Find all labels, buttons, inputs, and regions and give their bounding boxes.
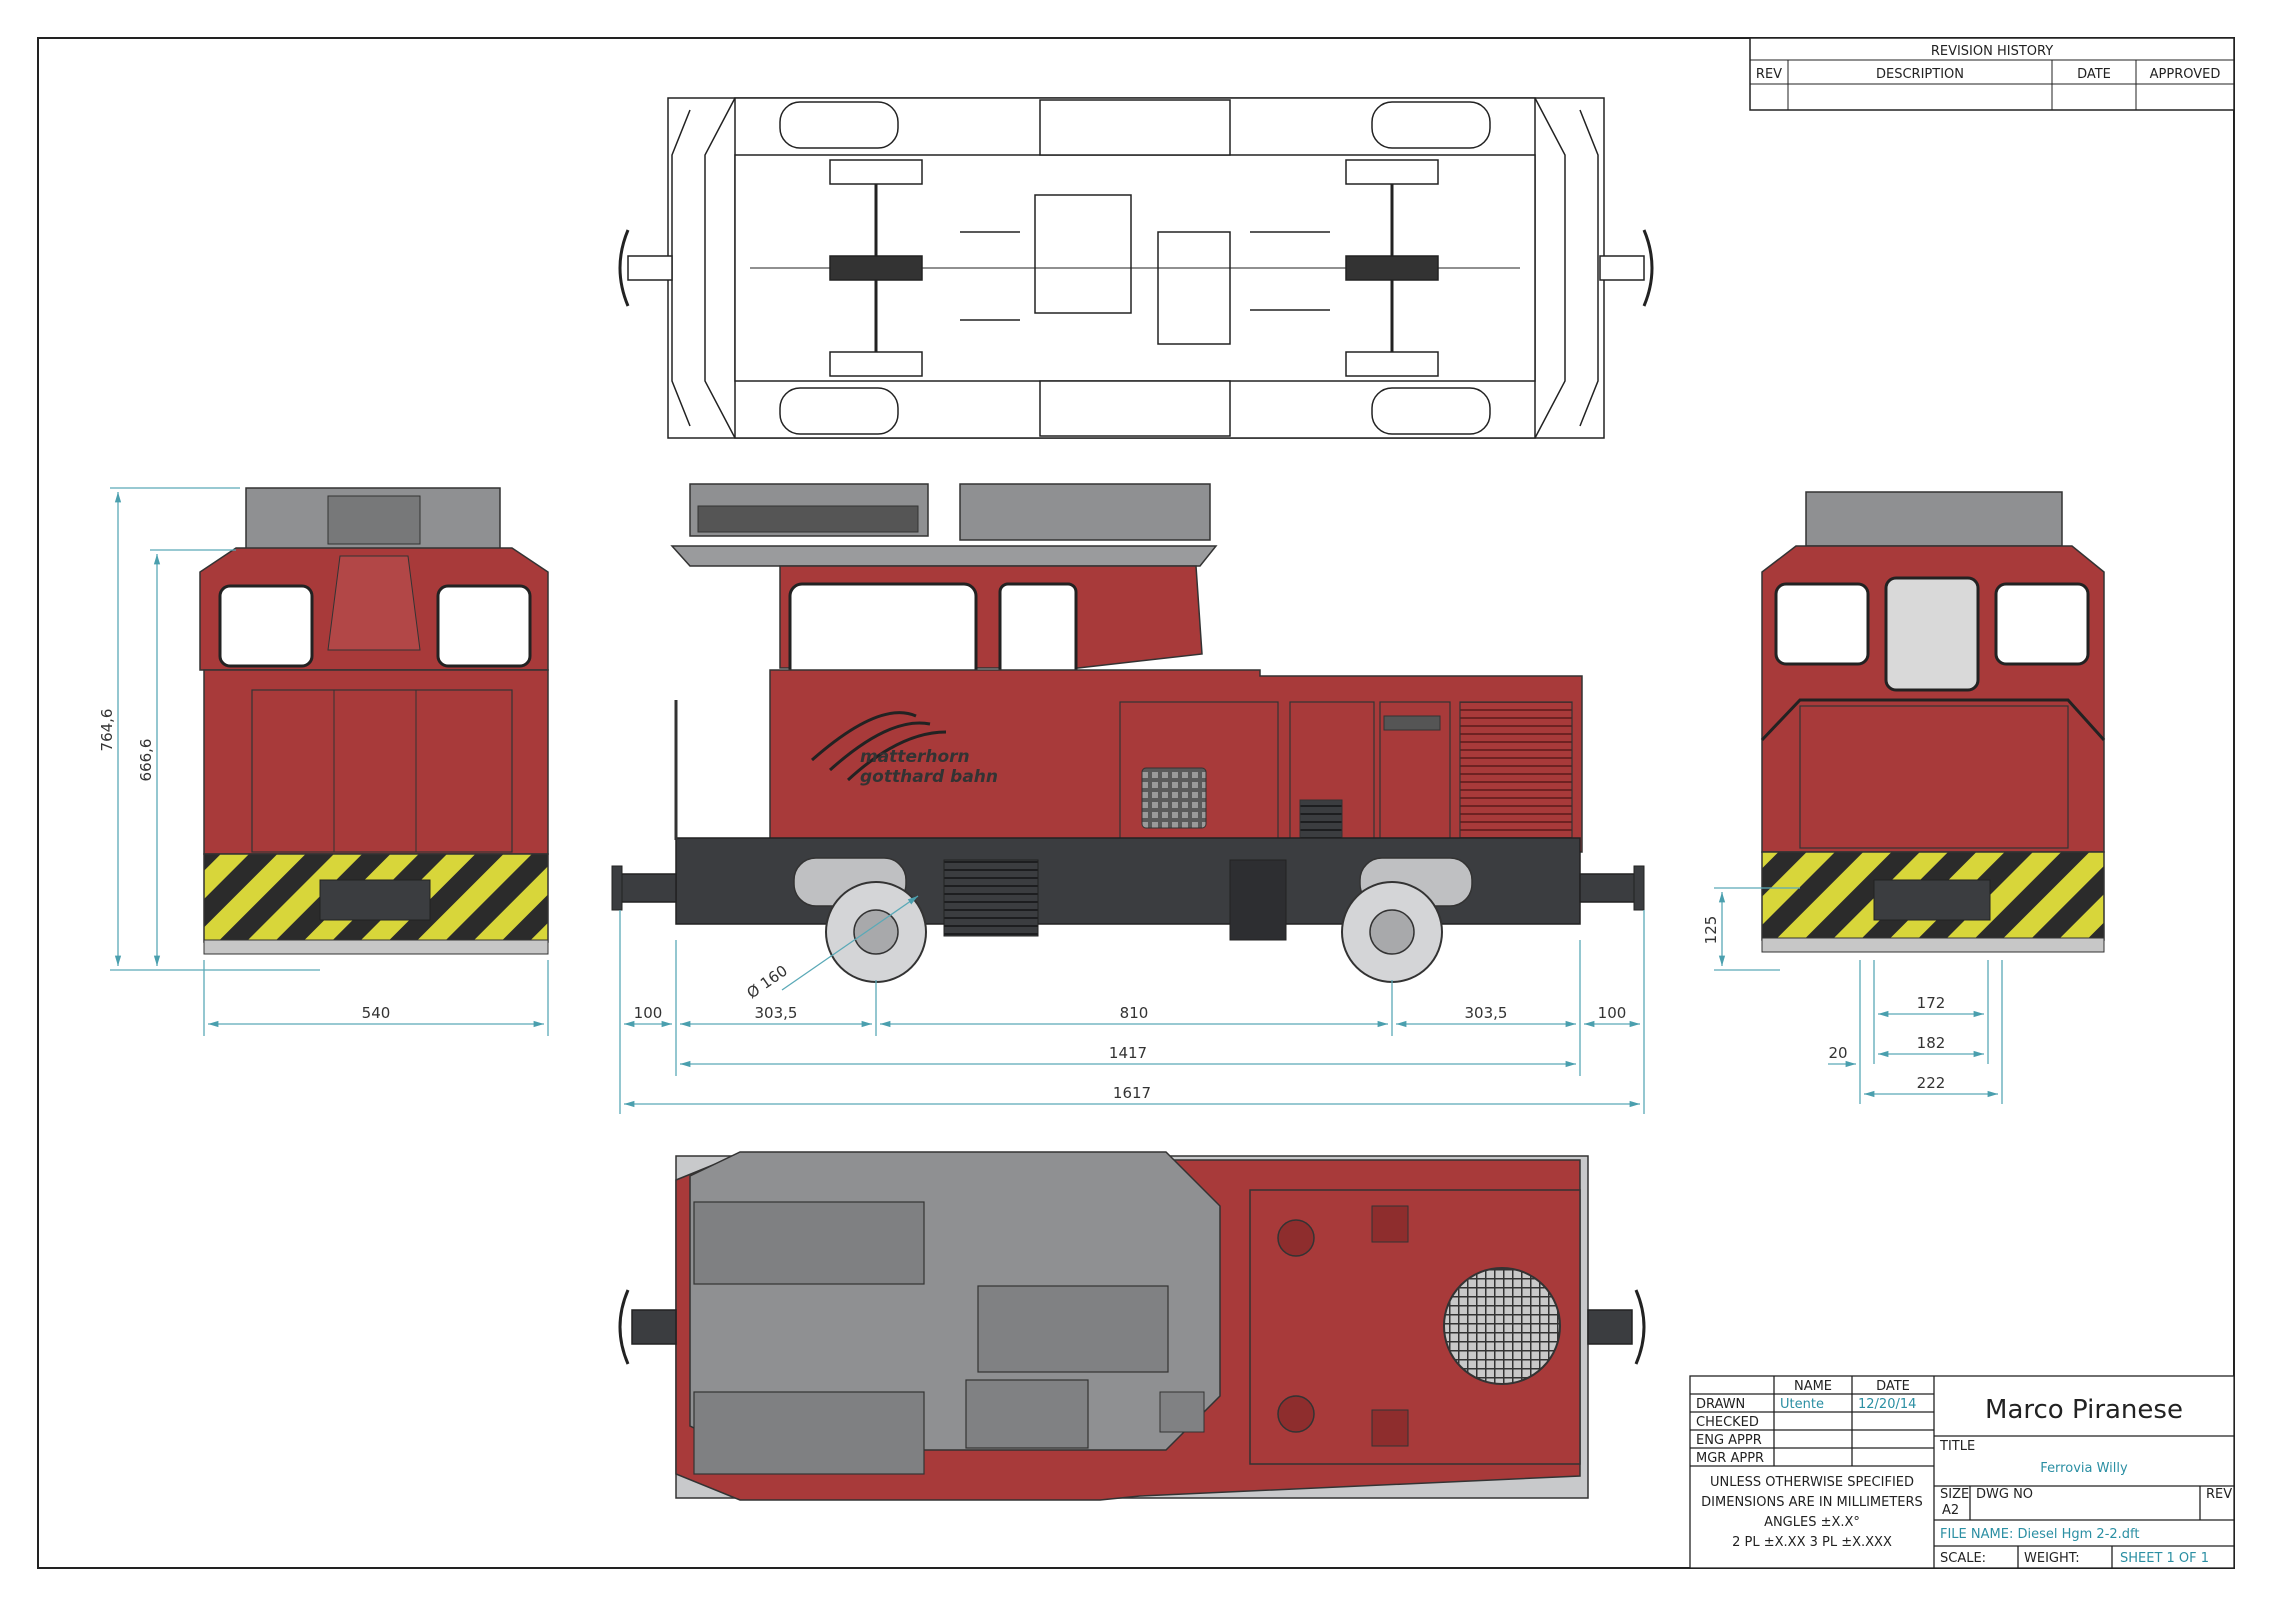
tb-size-label: SIZE <box>1940 1487 1969 1502</box>
dim-overhang-right: 303,5 <box>1465 1004 1508 1022</box>
tb-note-3: ANGLES ±X.X° <box>1764 1515 1860 1530</box>
dim-flange: 20 <box>1828 1044 1847 1062</box>
tb-rev-label: REV <box>2206 1487 2232 1502</box>
dim-frame-length: 1417 <box>1109 1044 1147 1062</box>
tb-scale-label: SCALE: <box>1940 1551 1986 1566</box>
approved-col-header: APPROVED <box>2150 67 2221 82</box>
tb-dwg-no-label: DWG NO <box>1976 1487 2033 1502</box>
tb-sheet: SHEET 1 OF 1 <box>2120 1551 2209 1566</box>
tb-weight-label: WEIGHT: <box>2024 1551 2080 1566</box>
tb-note-4: 2 PL ±X.XX 3 PL ±X.XXX <box>1732 1535 1892 1550</box>
dimension-lines <box>110 487 2003 1114</box>
dim-front-height-body: 666,6 <box>137 739 155 782</box>
dim-gauge-inner: 172 <box>1917 994 1946 1012</box>
dim-gauge-outer: 222 <box>1917 1074 1946 1092</box>
revision-history-title: REVISION HISTORY <box>1931 44 2053 59</box>
tb-title-value: Ferrovia Willy <box>2040 1461 2128 1476</box>
underside-view <box>618 97 1654 439</box>
dim-buffer-height: 125 <box>1702 916 1720 945</box>
dim-wheel-diameter: Ø 160 <box>743 962 790 1003</box>
tb-date-header: DATE <box>1876 1379 1910 1394</box>
revision-history-table: REVISION HISTORY REV DESCRIPTION DATE AP… <box>1749 37 2235 111</box>
tb-author: Marco Piranese <box>1985 1395 2183 1425</box>
date-col-header: DATE <box>2077 67 2111 82</box>
dim-overhang-left: 303,5 <box>755 1004 798 1022</box>
front-end-view <box>199 487 549 955</box>
dim-wheelbase: 810 <box>1120 1004 1149 1022</box>
tb-note-1: UNLESS OTHERWISE SPECIFIED <box>1710 1475 1914 1490</box>
dim-gauge-mid: 182 <box>1917 1034 1946 1052</box>
tb-row-label-eng-appr: ENG APPR <box>1696 1433 1762 1448</box>
dim-buffer-left: 100 <box>634 1004 663 1022</box>
sheet-border <box>37 37 2235 1569</box>
dimension-labels: 764,6 666,6 540 100 303,5 810 303,5 100 … <box>98 709 1945 1102</box>
roof-view <box>618 1151 1646 1501</box>
description-col-header: DESCRIPTION <box>1876 67 1964 82</box>
tb-size-value: A2 <box>1942 1503 1959 1518</box>
tb-title-label: TITLE <box>1939 1439 1975 1454</box>
livery-text-line2: gotthard bahn <box>860 767 998 787</box>
rev-col-header: REV <box>1756 67 1782 82</box>
tb-row-label-drawn: DRAWN <box>1696 1397 1745 1412</box>
tb-row-date-drawn: 12/20/14 <box>1858 1397 1916 1412</box>
dim-front-height-total: 764,6 <box>98 709 116 752</box>
tb-row-label-mgr-appr: MGR APPR <box>1696 1451 1764 1466</box>
title-block-text: NAME DATE DRAWN Utente 12/20/14 CHECKED … <box>1696 1379 2232 1566</box>
side-view: matterhorn gotthard bahn <box>611 483 1645 983</box>
dim-buffer-right: 100 <box>1598 1004 1627 1022</box>
tb-note-2: DIMENSIONS ARE IN MILLIMETERS <box>1701 1495 1923 1510</box>
dim-total-length: 1617 <box>1113 1084 1151 1102</box>
title-block <box>1689 1375 2235 1569</box>
dim-front-width: 540 <box>362 1004 391 1022</box>
tb-row-label-checked: CHECKED <box>1696 1415 1759 1430</box>
tb-name-header: NAME <box>1794 1379 1832 1394</box>
livery-text-line1: matterhorn <box>860 747 970 767</box>
rear-end-view <box>1760 491 2106 953</box>
tb-row-name-drawn: Utente <box>1780 1397 1824 1412</box>
tb-file-name: FILE NAME: Diesel Hgm 2-2.dft <box>1940 1527 2139 1542</box>
